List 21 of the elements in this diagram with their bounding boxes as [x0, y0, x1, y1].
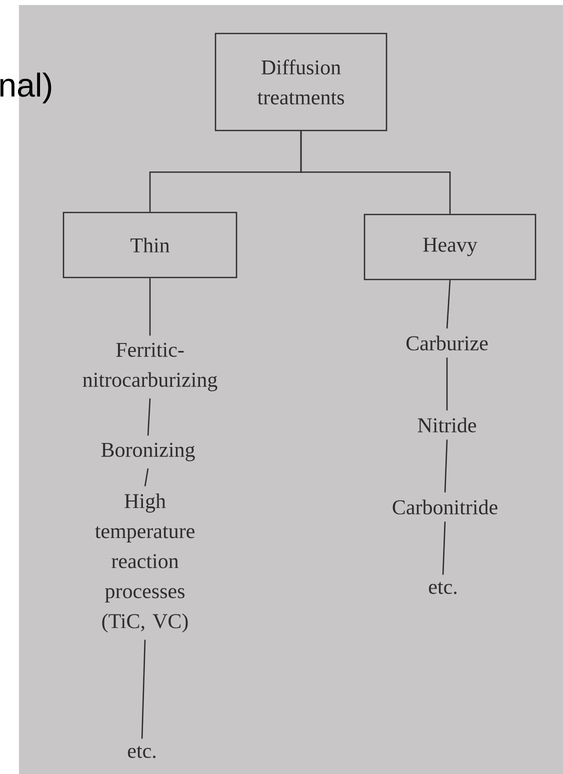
connector-line [446, 358, 448, 410]
connector-line [444, 440, 448, 492]
process-label: High temperature reaction processes (TiC, VC) [95, 494, 194, 633]
process-label: etc. [128, 746, 156, 758]
process-label: Carbonitride [392, 500, 498, 514]
process-label: etc. [428, 582, 456, 594]
branch-connector [300, 131, 451, 214]
process-label: Boronizing [101, 442, 195, 462]
connector-line [446, 280, 451, 328]
process-label: Ferritic-nitrocarburizing [82, 342, 218, 392]
connector-line [149, 278, 151, 336]
process-label: Carburize [406, 336, 488, 350]
category-box: Heavy [364, 214, 536, 280]
connector-line [147, 398, 151, 436]
connector-line [442, 522, 446, 575]
category-box: Thin [62, 212, 238, 278]
process-label: Nitride [418, 418, 476, 432]
cut-off-text: nal) [0, 72, 52, 104]
category-box: Diffusion treatments [214, 32, 388, 132]
connector-line [141, 640, 146, 739]
connector-line [144, 468, 149, 486]
